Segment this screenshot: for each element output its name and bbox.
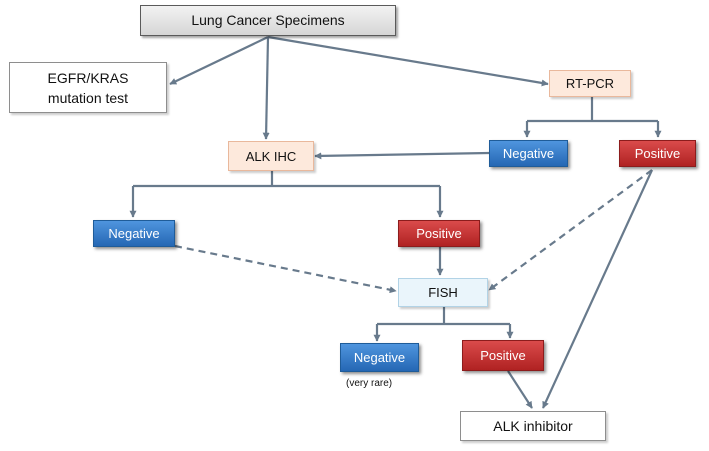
node-alk-ihc: ALK IHC — [228, 141, 314, 171]
edge-rtpcr-split — [527, 97, 658, 123]
edge-ihc-negative-to-fish-dashed — [174, 244, 397, 294]
note-very-rare: (very rare) — [346, 378, 393, 389]
node-rtpcr-positive: Positive — [619, 140, 696, 167]
node-egfr-kras-mutation-test: EGFR/KRAS mutation test — [9, 62, 167, 113]
node-ihc-negative: Negative — [93, 220, 175, 247]
node-alk-inhibitor: ALK inhibitor — [460, 411, 606, 441]
node-fish-positive: Positive — [462, 340, 544, 371]
node-fish-negative: Negative — [340, 343, 419, 372]
node-lung-cancer-specimens: Lung Cancer Specimens — [140, 5, 396, 36]
node-ihc-positive: Positive — [398, 220, 480, 247]
node-fish: FISH — [398, 278, 488, 307]
node-rt-pcr: RT-PCR — [549, 70, 631, 97]
edge-specimens-to-alk-ihc — [262, 36, 270, 140]
edge-fish-positive-to-alk-inhibitor — [507, 370, 533, 409]
edge-specimens-to-egfr — [169, 36, 269, 85]
edge-fish-split — [377, 307, 510, 326]
edge-alk-ihc-split — [133, 171, 440, 188]
edge-rtpcr-negative-to-alk-ihc — [314, 151, 490, 160]
node-rtpcr-negative: Negative — [489, 140, 568, 167]
edge-specimens-to-rtpcr — [267, 35, 549, 87]
edge-rtpcr-positive-to-fish-dashed — [488, 169, 653, 291]
edge-rtpcr-positive-to-alk-inhibitor — [541, 169, 654, 409]
